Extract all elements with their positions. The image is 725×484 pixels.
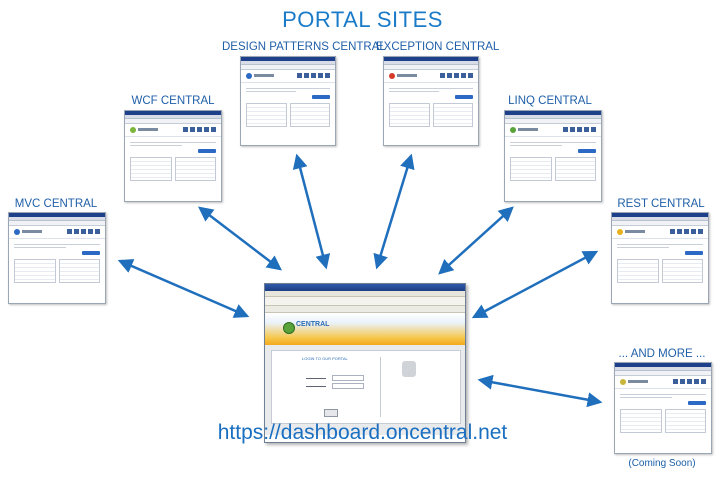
dashboard-brand: CENTRAL bbox=[296, 321, 330, 328]
label-wcf-central: WCF CENTRAL bbox=[131, 95, 215, 107]
arrow-exception bbox=[373, 153, 415, 270]
dashboard-banner: CENTRAL bbox=[265, 313, 465, 345]
lock-icon bbox=[402, 361, 416, 377]
label-and-more: ... AND MORE ... bbox=[618, 348, 706, 360]
username-field bbox=[332, 375, 364, 381]
thumbnail-linq-central bbox=[504, 110, 602, 202]
arrow-mvc bbox=[117, 259, 250, 318]
login-button bbox=[324, 409, 338, 417]
arrow-and-more bbox=[477, 374, 603, 408]
label-exception-central: EXCEPTION CENTRAL bbox=[376, 41, 500, 53]
login-panel: LOGIN TO OUR PORTAL bbox=[271, 350, 461, 424]
arrow-rest bbox=[471, 250, 599, 319]
label-design-patterns-central: DESIGN PATTERNS CENTRAL bbox=[222, 41, 386, 53]
password-field bbox=[332, 383, 364, 389]
dashboard-url: https://dashboard.oncentral.net bbox=[217, 421, 508, 444]
arrow-wcf bbox=[198, 206, 282, 271]
thumbnail-design-patterns-central bbox=[240, 56, 336, 146]
thumbnail-wcf-central bbox=[124, 110, 222, 202]
label-mvc-central: MVC CENTRAL bbox=[14, 198, 98, 210]
arrow-design-patterns bbox=[292, 153, 331, 270]
label-rest-central: REST CENTRAL bbox=[617, 198, 705, 210]
thumbnail-and-more bbox=[614, 362, 712, 454]
thumbnail-mvc-central bbox=[8, 212, 106, 304]
arrow-linq bbox=[438, 206, 514, 275]
central-logo-icon bbox=[283, 322, 295, 334]
thumbnail-rest-central bbox=[611, 212, 709, 304]
thumbnail-exception-central bbox=[383, 56, 479, 146]
dashboard-browser-screenshot: CENTRAL LOGIN TO OUR PORTAL bbox=[264, 283, 466, 443]
diagram-title: PORTAL SITES bbox=[282, 7, 443, 32]
coming-soon-note: (Coming Soon) bbox=[628, 458, 696, 469]
label-linq-central: LINQ CENTRAL bbox=[508, 95, 592, 107]
login-title: LOGIN TO OUR PORTAL bbox=[302, 356, 348, 361]
